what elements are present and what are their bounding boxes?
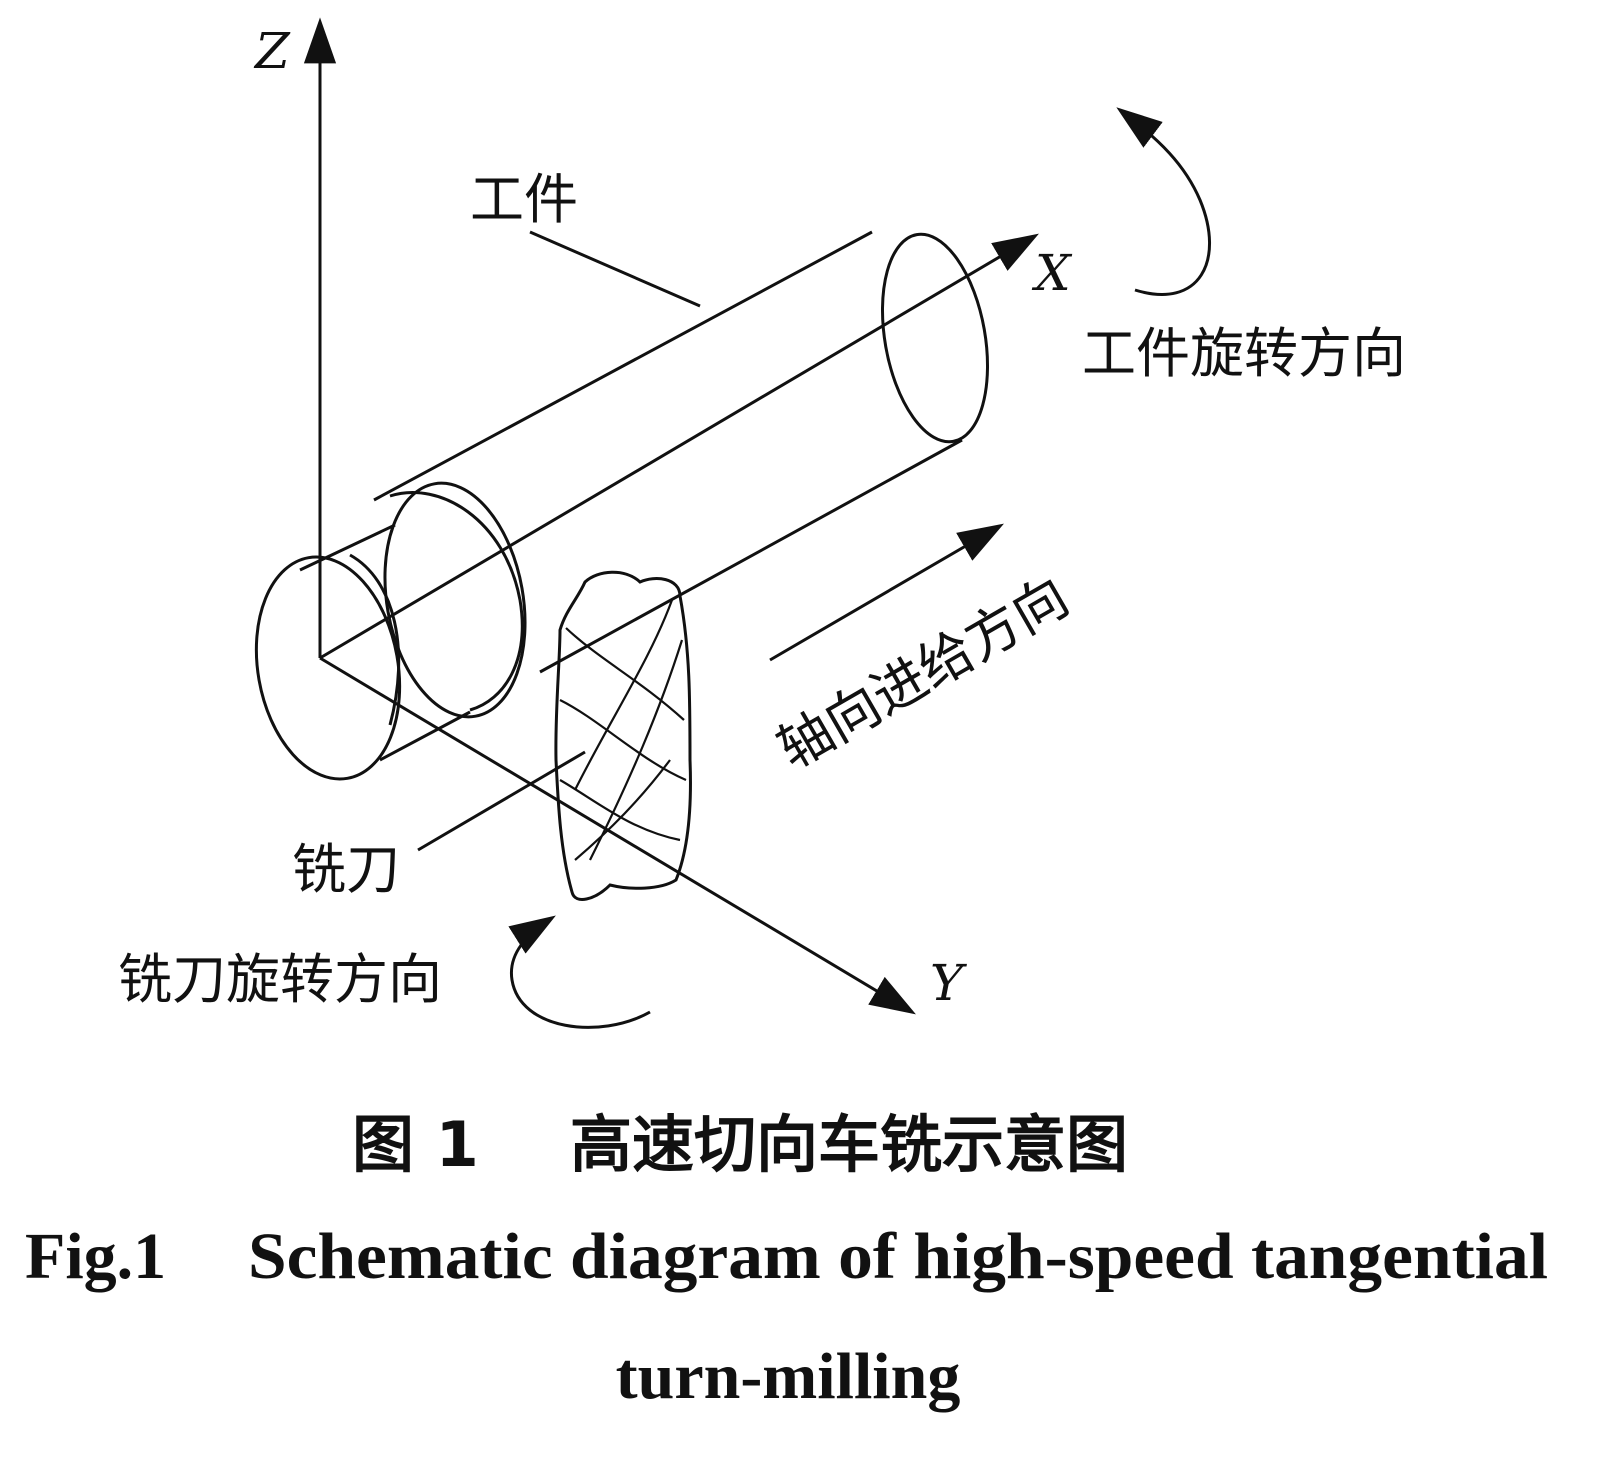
z-axis-label: Z bbox=[253, 22, 291, 80]
x-axis-line bbox=[319, 233, 1039, 660]
workpiece-cylinder bbox=[254, 230, 990, 781]
axial-feed-label: 轴向进给方向 bbox=[767, 565, 1079, 782]
axial-feed-arrow bbox=[769, 523, 1004, 662]
workpiece-label: 工件 bbox=[470, 168, 578, 231]
caption-en-title-line1: Schematic diagram of high-speed tangenti… bbox=[248, 1220, 1548, 1293]
caption-en-number: Fig.1 bbox=[25, 1220, 166, 1293]
cutter-leader-line bbox=[417, 750, 586, 852]
cutter-rotation-label: 铣刀旋转方向 bbox=[118, 948, 442, 1011]
cutter-label: 铣刀 bbox=[292, 838, 400, 901]
workpiece-rotation-label: 工件旋转方向 bbox=[1082, 322, 1406, 385]
y-axis-line bbox=[319, 656, 916, 1015]
y-axis-label: Y bbox=[930, 954, 967, 1012]
workpiece-leader-line bbox=[529, 230, 701, 308]
milling-cutter bbox=[554, 570, 692, 901]
caption-cn-title: 高速切向车铣示意图 bbox=[570, 1108, 1128, 1181]
x-axis-label: X bbox=[1031, 244, 1073, 302]
workpiece-rotation-arrow bbox=[1116, 107, 1211, 296]
caption-en-title-line2: turn-milling bbox=[616, 1340, 961, 1413]
cutter-rotation-arrow bbox=[508, 915, 651, 1029]
caption-cn-number: 图 1 bbox=[352, 1108, 479, 1181]
